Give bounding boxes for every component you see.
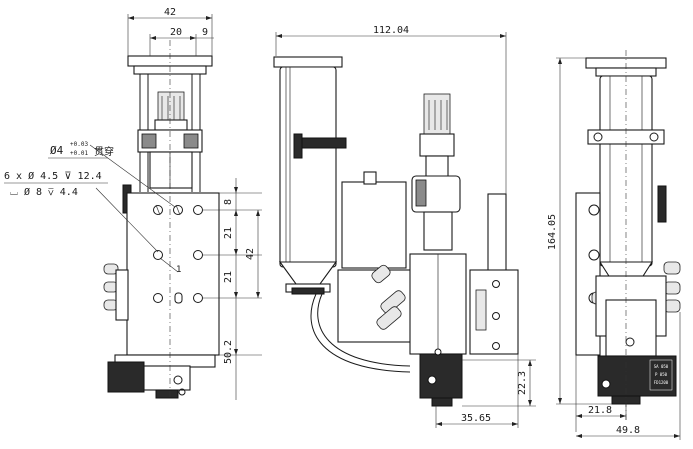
dim-rear-49-8: 49.8 [616, 425, 640, 436]
dim-tilt-1: 1 [176, 265, 181, 275]
dim-vert-50-2: 50.2 [223, 340, 234, 364]
rear-label-plate [649, 359, 673, 391]
side-reservoir-cap [273, 56, 343, 68]
dim-width-b: 9 [202, 27, 208, 38]
plate-label-2: P 050 [655, 372, 668, 377]
front-dimensions: 42 20 9 Ø4 +0.03 +0.01 贯穿 6 x Ø 4.5 ⊽ 12… [4, 7, 262, 400]
dim-height-total: 164.05 [547, 214, 558, 250]
front-main-plate [126, 192, 220, 356]
dim-vert-8: 8 [223, 199, 234, 205]
dim-rear-21-8: 21.8 [588, 405, 612, 416]
hole-tol-upper: +0.03 [70, 141, 88, 148]
front-view [89, 40, 220, 400]
side-angled-fittings [371, 264, 406, 330]
front-valve-block [107, 361, 145, 393]
side-bracket [487, 193, 507, 275]
dim-vert-42: 42 [245, 248, 256, 260]
hole-diameter: Ø4 [50, 144, 64, 157]
front-nozzle [155, 389, 179, 399]
hole-note: 贯穿 [94, 145, 114, 158]
side-micrometer [423, 93, 451, 135]
side-dimensions: 112.04 22.3 35.65 [275, 25, 536, 428]
dim-width-total: 42 [164, 7, 176, 18]
dim-side-22-3: 22.3 [517, 371, 528, 395]
side-view [273, 56, 519, 407]
rear-side-knob [657, 185, 667, 223]
dim-vert-21-bottom: 21 [223, 271, 234, 283]
dim-side-width: 112.04 [373, 25, 409, 36]
hole-tol-lower: +0.01 [70, 150, 88, 157]
plate-label-3: FD1200 [654, 380, 669, 385]
side-feed-tube [310, 293, 411, 373]
dim-width-a: 20 [170, 27, 182, 38]
side-motor-block [341, 181, 407, 269]
side-reservoir [279, 66, 337, 268]
side-clamp-handle [295, 137, 347, 149]
side-dispense-valve [419, 353, 463, 399]
front-mounting-holes [153, 204, 203, 304]
front-left-fittings [103, 263, 129, 321]
counterbore-line1: 6 x Ø 4.5 ⊽ 12.4 [4, 170, 102, 182]
dim-vert-21-top: 21 [223, 227, 234, 239]
counterbore-line2: ⌴ Ø 8 ⊽ 4.4 [10, 186, 78, 198]
dim-side-35-65: 35.65 [461, 413, 491, 424]
plate-label-1: SA 050 [654, 364, 669, 369]
rear-dimensions: 164.05 21.8 49.8 [547, 57, 681, 440]
rear-view: SA 050 P 050 FD1200 [575, 50, 681, 420]
